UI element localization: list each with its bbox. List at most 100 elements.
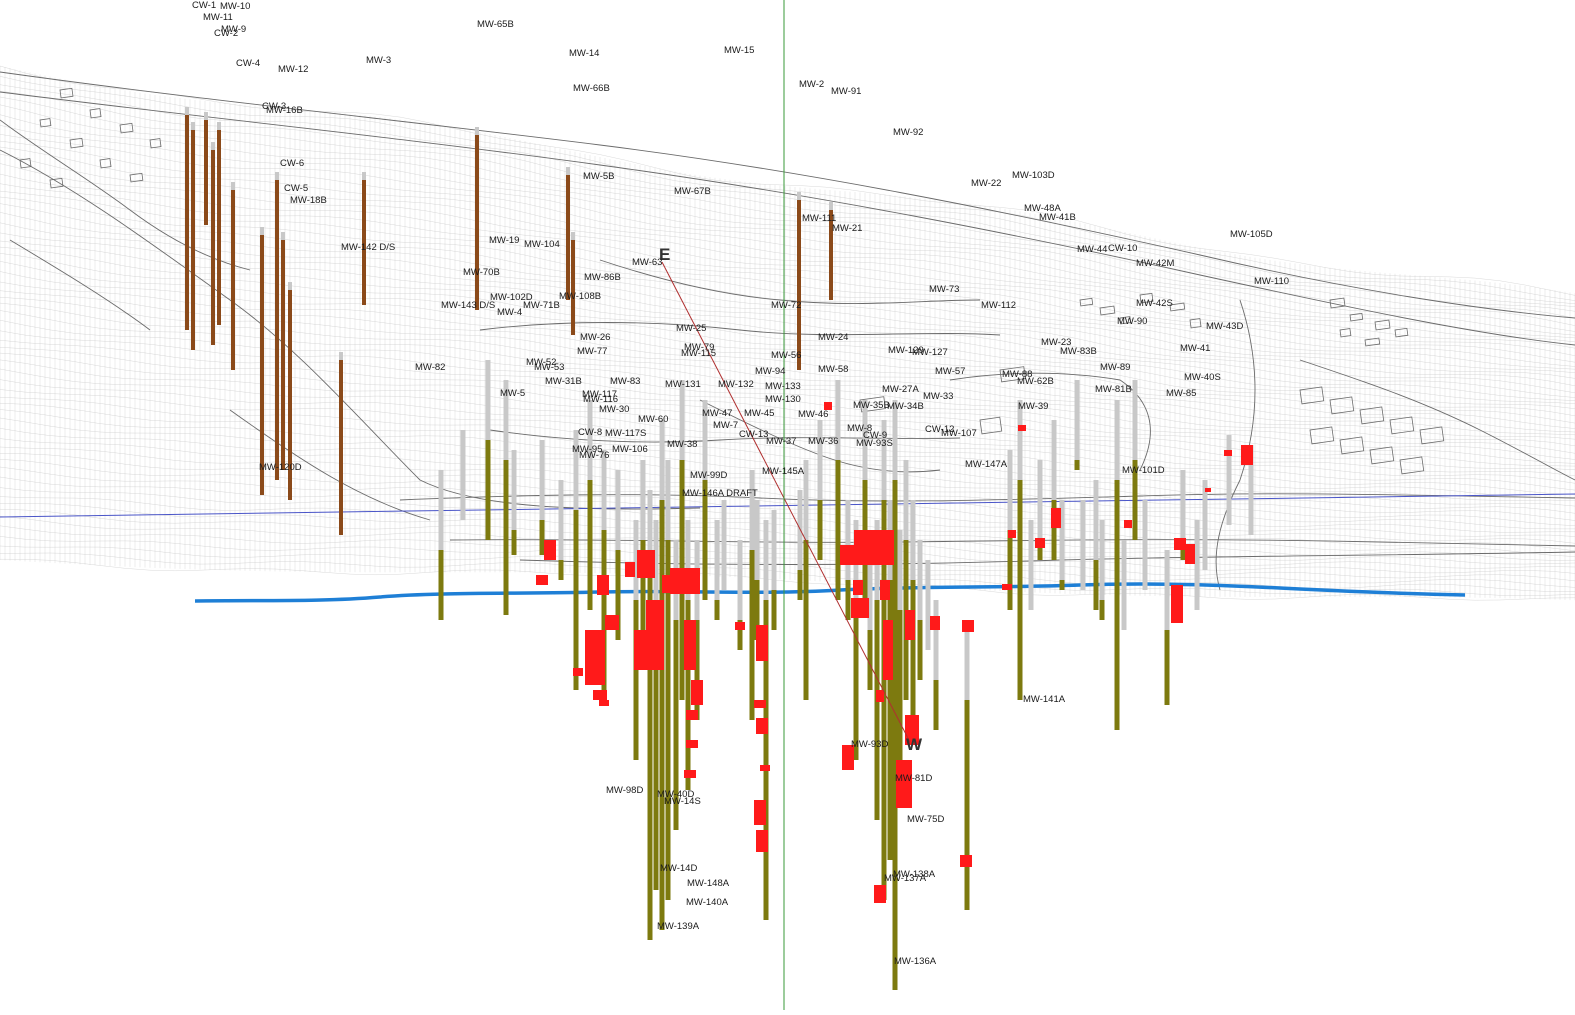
well-lower[interactable] <box>539 440 545 555</box>
well-screen <box>737 620 743 650</box>
well-lower[interactable] <box>1164 550 1170 705</box>
well-lower[interactable] <box>1028 520 1034 610</box>
well-lower[interactable] <box>1093 480 1099 610</box>
well-upper[interactable] <box>217 122 221 325</box>
road-line <box>0 71 1575 319</box>
well-lower[interactable] <box>1099 520 1105 620</box>
well-lower[interactable] <box>679 380 685 700</box>
well-upper[interactable] <box>211 142 215 345</box>
well-lower[interactable] <box>749 470 755 720</box>
well-upper[interactable] <box>288 282 292 500</box>
well-label: MW-2 <box>799 79 824 90</box>
well-lower[interactable] <box>1180 470 1186 560</box>
well-screen <box>665 540 671 900</box>
well-lower[interactable] <box>485 360 491 540</box>
well-lower[interactable] <box>754 500 760 640</box>
well-label: MW-3 <box>366 55 391 66</box>
well-lower[interactable] <box>659 420 665 930</box>
mesh-contour <box>0 553 1575 596</box>
well-lower[interactable] <box>601 450 607 700</box>
well-lower[interactable] <box>763 520 769 920</box>
building-footprint <box>1309 426 1335 445</box>
well-upper[interactable] <box>829 202 833 300</box>
well-lower[interactable] <box>771 510 777 630</box>
well-lower[interactable] <box>1017 400 1023 700</box>
well-lower[interactable] <box>1074 380 1080 470</box>
well-lower[interactable] <box>1037 460 1043 560</box>
well-lower[interactable] <box>803 460 809 700</box>
well-lower[interactable] <box>835 380 841 600</box>
well-lower[interactable] <box>1194 520 1200 610</box>
well-lower[interactable] <box>615 470 621 640</box>
well-lower[interactable] <box>737 540 743 650</box>
well-lower[interactable] <box>1226 435 1232 525</box>
well-lower[interactable] <box>1248 445 1254 535</box>
well-upper[interactable] <box>566 167 570 300</box>
well-casing <box>640 460 646 550</box>
well-lower[interactable] <box>910 500 916 720</box>
well-upper[interactable] <box>281 232 285 470</box>
well-lower[interactable] <box>511 450 517 555</box>
well-casing <box>867 550 873 640</box>
well-lower[interactable] <box>685 520 691 790</box>
well-lower[interactable] <box>1059 500 1065 590</box>
well-label: MW-93D <box>851 739 888 750</box>
well-lower[interactable] <box>647 490 653 940</box>
well-lower[interactable] <box>1051 420 1057 560</box>
well-lower[interactable] <box>573 430 579 690</box>
building-footprint <box>979 416 1003 435</box>
well-lower[interactable] <box>933 600 939 730</box>
well-upper[interactable] <box>339 352 343 535</box>
mesh-contour <box>0 174 1575 362</box>
well-lower[interactable] <box>1132 380 1138 540</box>
well-upper[interactable] <box>204 112 208 225</box>
well-casing <box>1121 540 1127 630</box>
well-lower[interactable] <box>1142 500 1148 590</box>
well-lower[interactable] <box>1080 500 1086 590</box>
well-lower[interactable] <box>917 540 923 680</box>
well-upper[interactable] <box>231 182 235 370</box>
well-casing <box>771 510 777 600</box>
well-lower[interactable] <box>867 550 873 690</box>
well-lower[interactable] <box>702 400 708 600</box>
well-lower[interactable] <box>721 500 727 590</box>
well-lower[interactable] <box>438 470 444 620</box>
well-upper[interactable] <box>260 227 264 495</box>
well-lower[interactable] <box>460 430 466 520</box>
well-lower[interactable] <box>797 490 803 600</box>
well-lower[interactable] <box>653 520 659 890</box>
well-lower[interactable] <box>903 460 909 700</box>
well-upper[interactable] <box>571 232 575 335</box>
well-lower[interactable] <box>925 560 931 650</box>
well-label: MW-116 <box>583 394 618 405</box>
well-lower[interactable] <box>633 520 639 760</box>
well-label: MW-95 <box>572 444 602 455</box>
well-label: MW-40D <box>657 789 694 800</box>
well-lower[interactable] <box>1121 540 1127 630</box>
well-upper[interactable] <box>362 172 366 305</box>
well-upper[interactable] <box>185 107 189 330</box>
well-lower[interactable] <box>817 420 823 560</box>
cross-section-line[interactable] <box>661 261 911 743</box>
well-lower[interactable] <box>587 400 593 610</box>
well-lower[interactable] <box>892 400 898 990</box>
well-lower[interactable] <box>714 520 720 620</box>
well-upper[interactable] <box>275 172 279 480</box>
well-upper[interactable] <box>797 192 801 370</box>
well-label: MW-66B <box>573 83 610 94</box>
well-upper[interactable] <box>475 127 479 310</box>
well-lower[interactable] <box>503 380 509 615</box>
well-lower[interactable] <box>1114 400 1120 730</box>
well-lower[interactable] <box>897 530 903 760</box>
well-upper[interactable] <box>191 122 195 350</box>
well-lower[interactable] <box>1007 450 1013 610</box>
well-screen <box>910 580 916 720</box>
well-lower[interactable] <box>964 620 970 910</box>
well-casing <box>503 380 509 470</box>
well-lower[interactable] <box>558 480 564 580</box>
well-lower[interactable] <box>1202 480 1208 570</box>
well-lower[interactable] <box>665 460 671 900</box>
well-screen <box>797 570 803 600</box>
well-lower[interactable] <box>640 460 646 670</box>
